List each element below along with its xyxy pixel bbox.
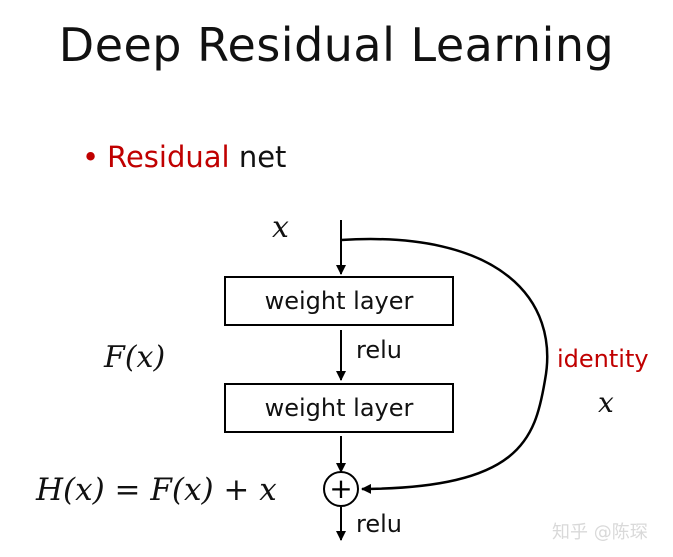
bullet-rest: net: [238, 140, 287, 174]
relu-label-mid: relu: [356, 336, 402, 364]
weight-layer-2: weight layer: [224, 383, 454, 433]
bullet-dot: •: [82, 140, 100, 174]
input-variable: x: [272, 210, 289, 245]
sum-node-circle: [323, 471, 359, 507]
plus-icon: +: [329, 472, 353, 505]
watermark: 知乎 @陈琛: [552, 522, 648, 543]
weight-layer-1: weight layer: [224, 276, 454, 326]
identity-label: identity: [557, 345, 649, 373]
bullet-residual-net: •Residual net: [82, 140, 286, 174]
residual-function-label: F(x): [104, 340, 166, 375]
identity-variable: x: [598, 386, 614, 419]
relu-label-output: relu: [356, 510, 402, 538]
page-title: Deep Residual Learning: [58, 18, 615, 72]
bullet-highlight: Residual: [107, 140, 230, 174]
identity-skip-connection: [340, 237, 549, 494]
sum-equation: H(x) = F(x) + x: [36, 472, 277, 508]
